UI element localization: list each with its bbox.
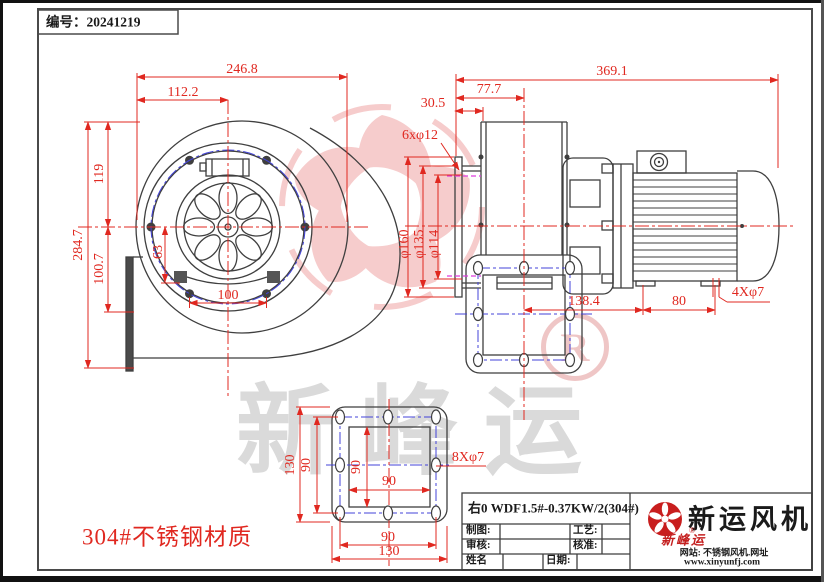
scan-edge-bottom [0, 576, 824, 582]
dim-flange-d135: φ135 [412, 229, 427, 259]
dim-height-top: 119 [92, 163, 107, 185]
brand-name: 新运风机 [688, 504, 812, 535]
dim-flange-outer-v: 130 [283, 454, 298, 476]
dim-width-center: 112.2 [167, 85, 199, 100]
dim-flange-outer-h: 130 [378, 544, 400, 559]
model-designation: 右0 WDF1.5#-0.37KW/2(304#) [468, 500, 639, 516]
dim-inlet-to-outlet: 77.7 [476, 82, 502, 97]
scan-edge-left [0, 0, 3, 582]
dim-flange-d160: φ160 [397, 229, 412, 259]
field-check: 审核: [466, 539, 491, 551]
field-draw: 制图: [466, 524, 491, 536]
website-line1: 网站: 不锈钢风机.网址 [679, 547, 769, 558]
dim-flange-holes: 8Xφ7 [451, 450, 485, 465]
field-date: 日期: [546, 554, 571, 566]
dim-length-total: 369.1 [596, 64, 628, 79]
dim-height-total: 284.7 [71, 229, 86, 261]
dim-flange-inner-v: 90 [349, 460, 364, 474]
dim-flange-holes-v: 90 [299, 458, 314, 472]
dim-height-bottom: 100.7 [92, 253, 107, 285]
brand-logo-icon [648, 502, 682, 536]
field-process: 工艺: [573, 524, 598, 536]
side-view [454, 121, 780, 374]
dim-foot-spacing: 80 [672, 294, 686, 309]
dim-flange-d114: φ114 [427, 229, 442, 259]
dim-flange-depth: 30.5 [420, 96, 446, 111]
registered-mark: ® [689, 526, 696, 535]
dim-inlet-holes: 6xφ12 [401, 128, 439, 143]
scan-edge-top [0, 0, 824, 3]
dim-flange-inner-h: 90 [382, 474, 396, 489]
dim-width-total: 246.8 [226, 62, 258, 77]
dim-foot-holes-front: 100 [217, 288, 239, 303]
field-approve: 核准: [573, 539, 598, 551]
dim-foot-offset: 63 [151, 245, 166, 259]
scan-edge-right [821, 0, 824, 582]
field-name: 姓名 [466, 554, 487, 566]
dim-outlet-to-foot: 138.4 [568, 294, 600, 309]
dim-foot-holes-side: 4Xφ7 [731, 285, 765, 300]
brand-script: 新峰运 [661, 532, 707, 548]
serial-number: 编号：20241219 [46, 14, 141, 30]
website-line2: www.xinyunfj.com [683, 557, 761, 568]
title-block-grid [461, 492, 813, 571]
material-note: 304#不锈钢材质 [82, 524, 252, 550]
front-view [125, 120, 401, 372]
dim-flange-holes-h: 90 [381, 530, 395, 545]
